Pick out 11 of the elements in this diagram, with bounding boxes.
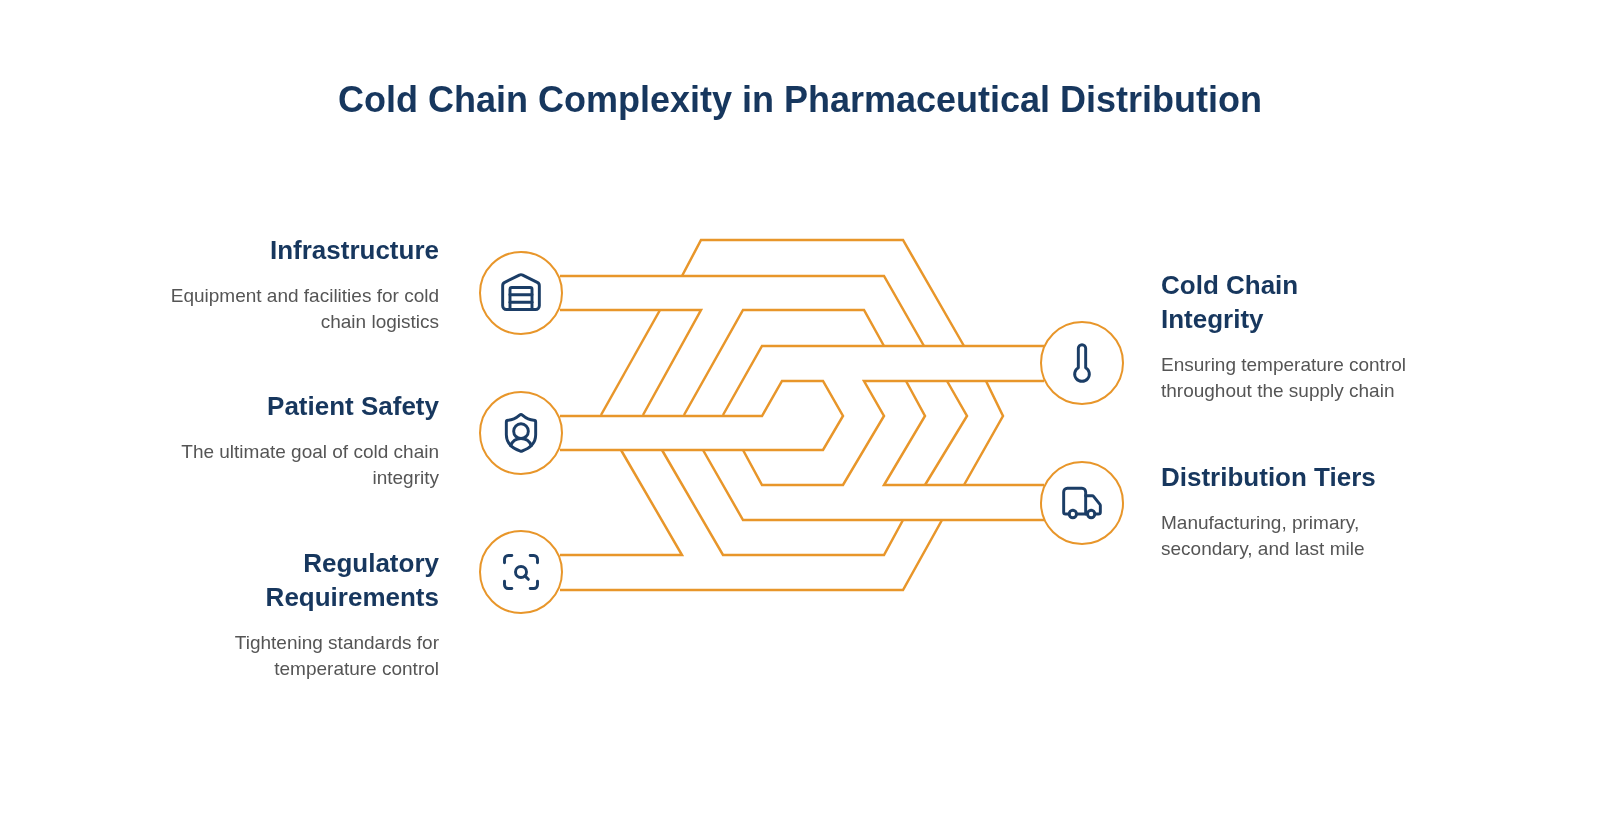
description: The ultimate goal of cold chain integrity bbox=[180, 440, 439, 490]
description: Tightening standards for temperature control bbox=[233, 631, 439, 681]
description: Ensuring temperature control throughout the supply chain bbox=[1161, 353, 1407, 403]
title: Cold Chain Complexity in Pharmaceutical Distribution bbox=[337, 78, 1263, 122]
heading: Distribution Tiers bbox=[1161, 461, 1376, 494]
description: Equipment and facilities for cold chain logistics bbox=[169, 284, 439, 334]
heading: Regulatory Requirements bbox=[264, 547, 439, 614]
description: Manufacturing, primary, secondary, and last mile bbox=[1161, 511, 1366, 561]
heading: Patient Safety bbox=[267, 390, 439, 423]
heading: Infrastructure bbox=[269, 234, 439, 267]
heading: Cold Chain Integrity bbox=[1161, 269, 1300, 336]
